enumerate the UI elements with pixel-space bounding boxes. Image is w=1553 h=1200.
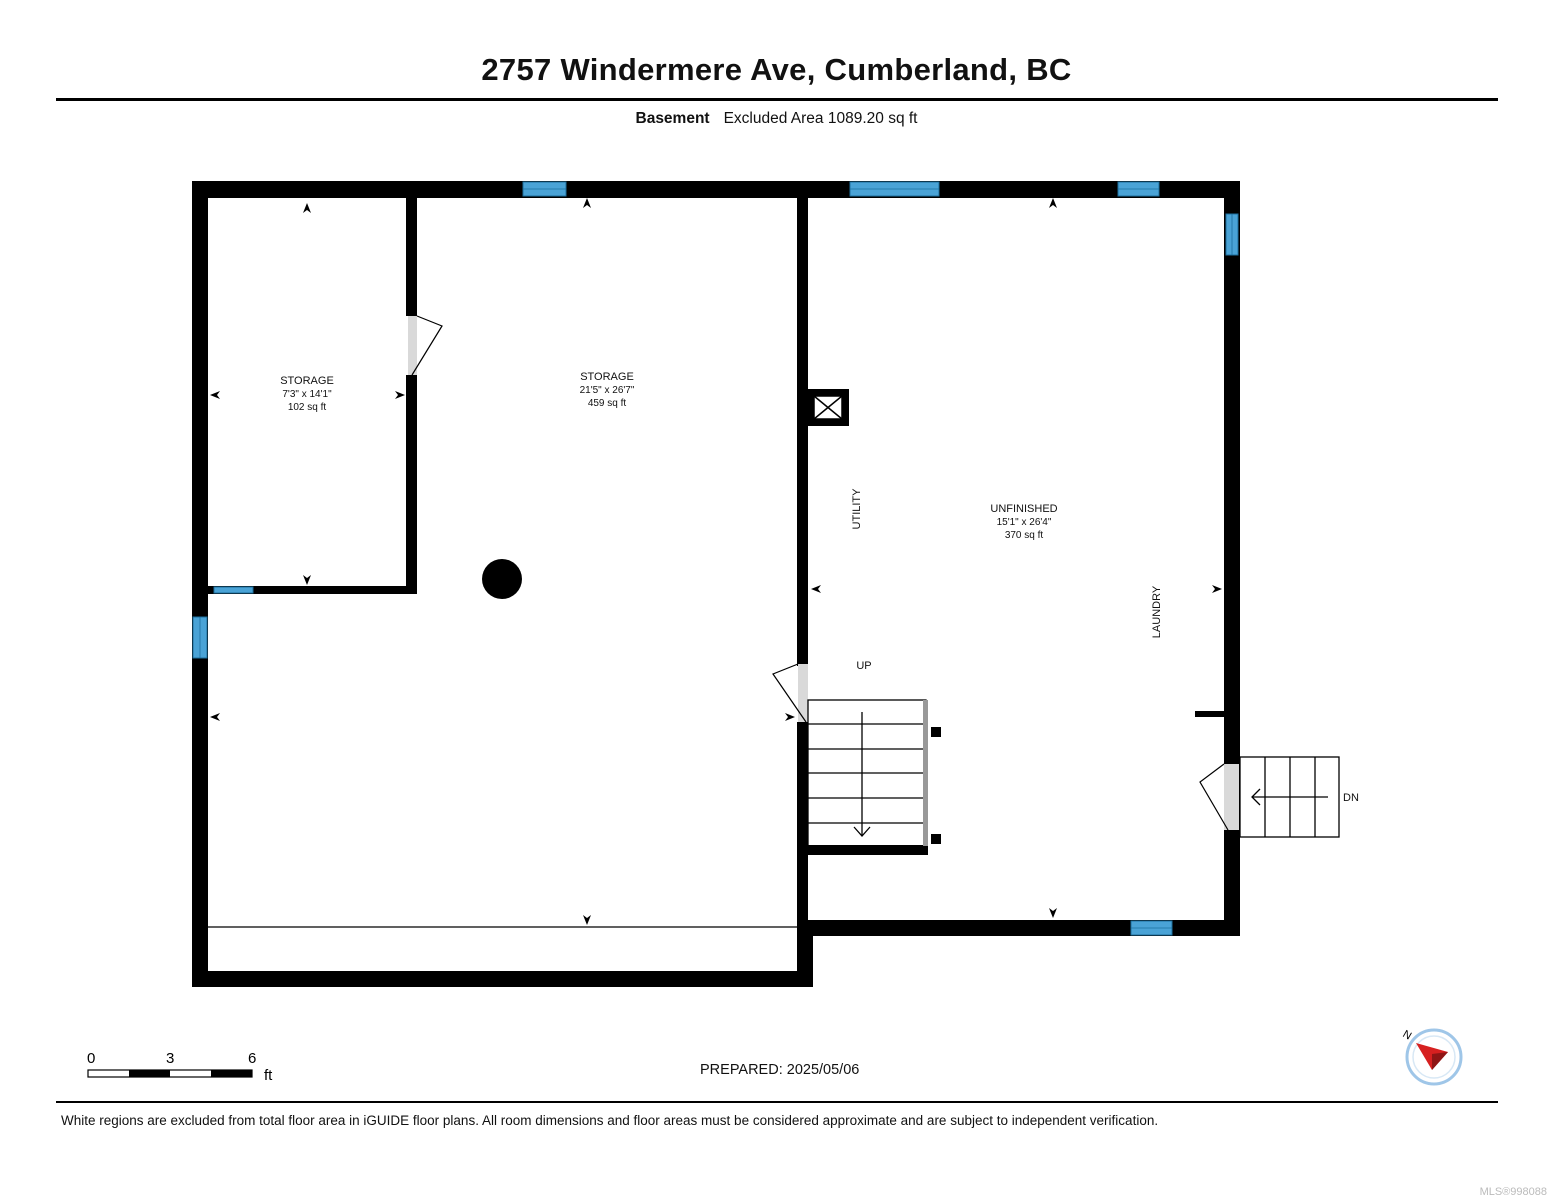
room-2-name: STORAGE xyxy=(580,371,634,383)
excluded-area: Excluded Area 1089.20 sq ft xyxy=(723,110,918,127)
walls xyxy=(192,181,1240,987)
room-1-dims: 7'3" x 14'1" xyxy=(282,389,332,400)
prepared-date: PREPARED: 2025/05/06 xyxy=(700,1062,860,1078)
room-1-area: 102 sq ft xyxy=(288,402,327,413)
floor-subtitle: Basement Excluded Area 1089.20 sq ft xyxy=(0,110,1553,128)
utility-label: UTILITY xyxy=(851,488,863,530)
dimension-arrows xyxy=(210,198,1222,925)
scale-unit: ft xyxy=(264,1067,273,1084)
room-3-name: UNFINISHED xyxy=(990,503,1057,515)
stairs-up xyxy=(807,699,928,847)
stairs-down xyxy=(1239,756,1340,838)
mls-watermark: MLS®998088 xyxy=(1479,1186,1547,1198)
room-2-dims: 21'5" x 26'7" xyxy=(580,385,635,396)
stairs-down-label: DN xyxy=(1343,792,1359,804)
doors xyxy=(408,315,1239,831)
scale-tick-3: 3 xyxy=(166,1050,174,1067)
room-3-area: 370 sq ft xyxy=(1005,530,1044,541)
window-lines xyxy=(199,188,1233,929)
utility-closet-icon xyxy=(813,395,843,420)
room-2-area: 459 sq ft xyxy=(588,398,627,409)
compass-icon xyxy=(1405,1028,1463,1086)
scale-tick-0: 0 xyxy=(87,1050,95,1067)
windows xyxy=(192,181,1239,936)
room-3-dims: 15'1" x 26'4" xyxy=(997,517,1052,528)
floor-name: Basement xyxy=(635,110,710,127)
scale-bar xyxy=(87,1069,253,1078)
room-1-name: STORAGE xyxy=(280,375,334,387)
scale-tick-6: 6 xyxy=(248,1050,256,1067)
laundry-label: LAUNDRY xyxy=(1151,585,1163,638)
disclaimer: White regions are excluded from total fl… xyxy=(61,1113,1159,1128)
page-title: 2757 Windermere Ave, Cumberland, BC xyxy=(481,52,1072,87)
footer-divider xyxy=(56,1101,1498,1103)
title-divider xyxy=(56,98,1498,101)
stairs-up-label: UP xyxy=(856,660,871,672)
